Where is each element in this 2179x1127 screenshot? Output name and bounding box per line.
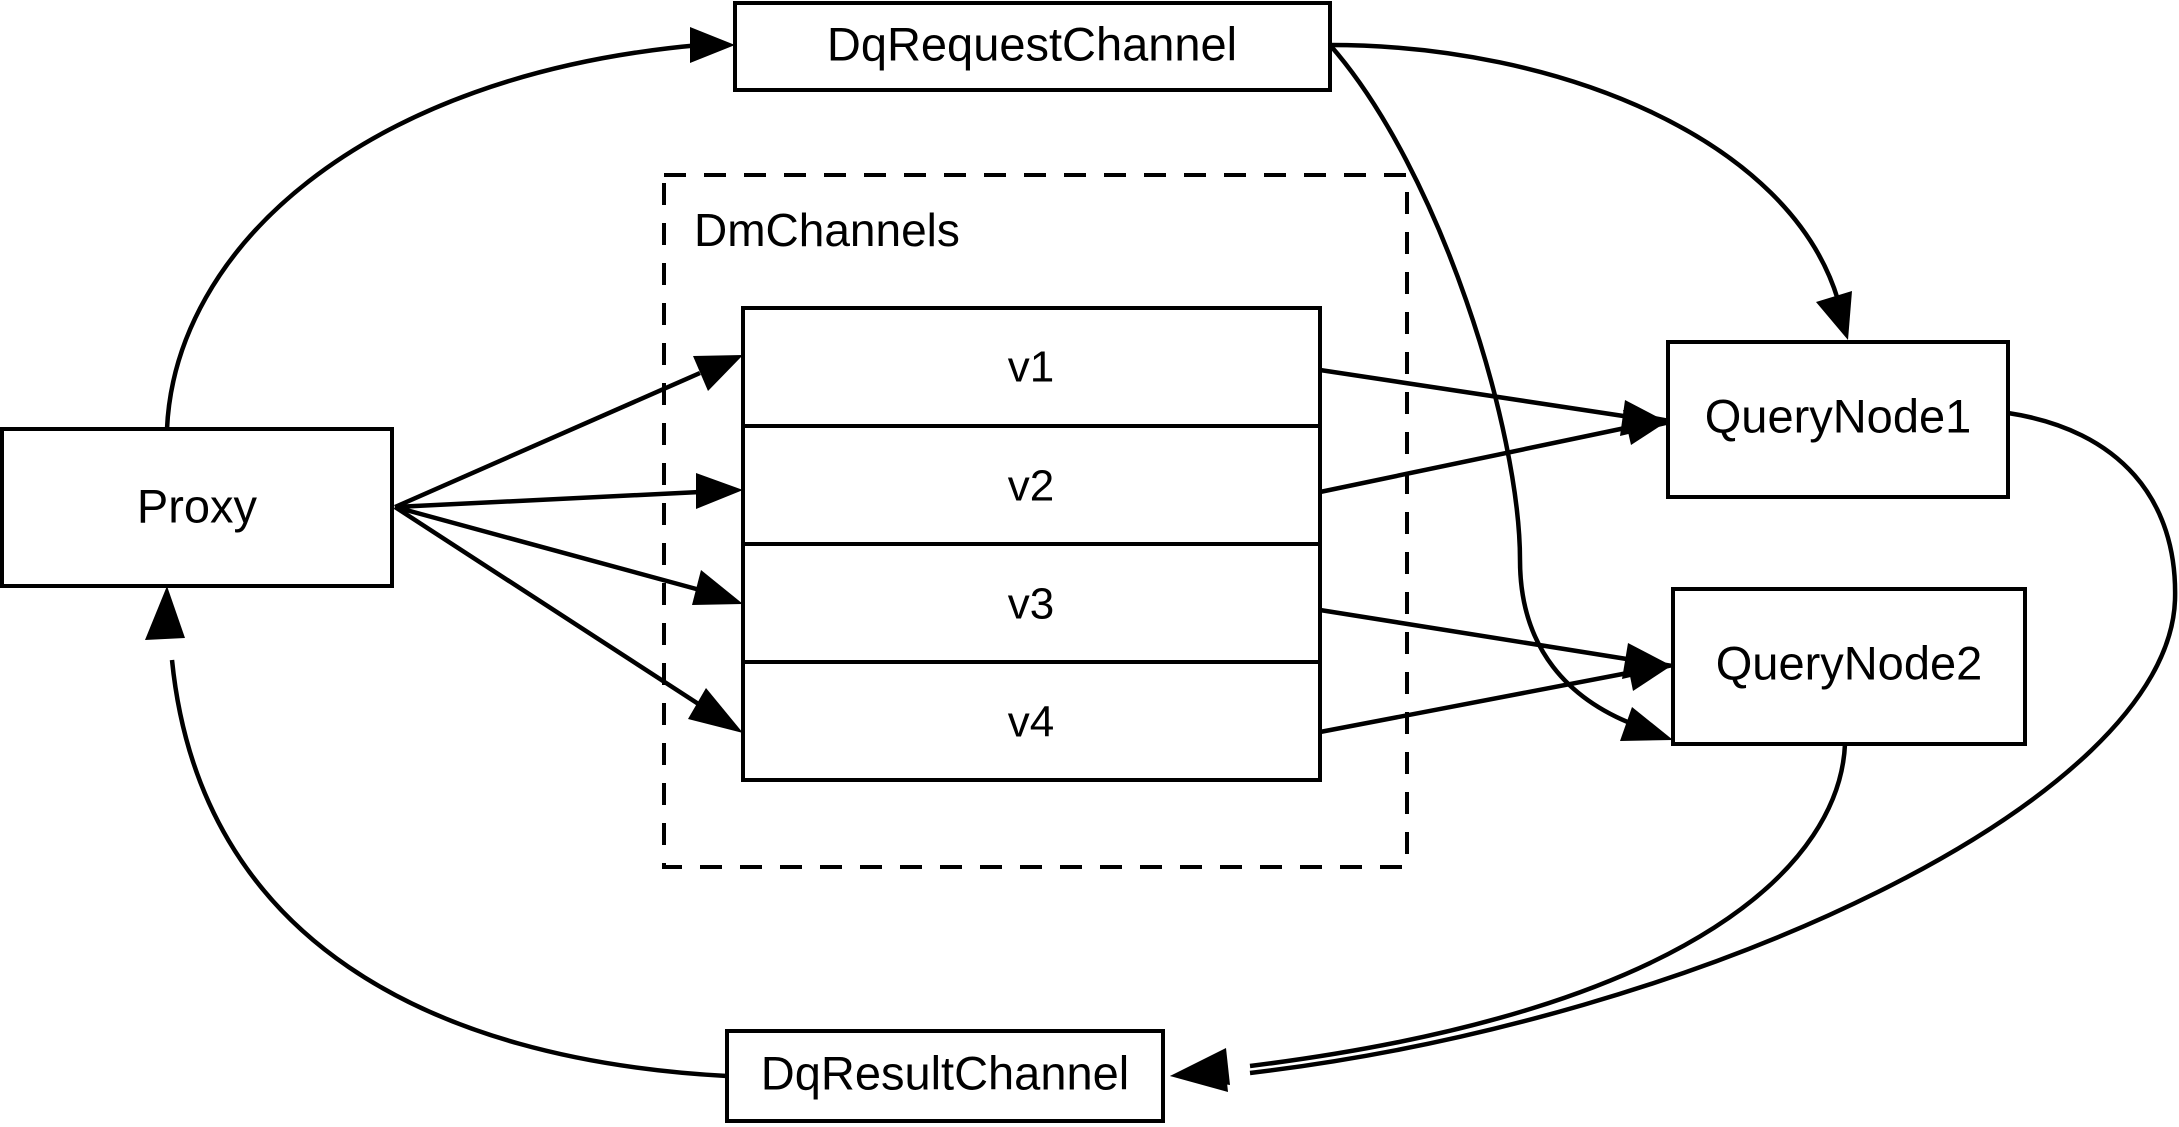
arrowhead-icon bbox=[1620, 707, 1673, 741]
dm-channel-row-v1[interactable]: v1 bbox=[1008, 343, 1054, 392]
edge-querynode2-to-dqresultchannel bbox=[1170, 743, 1848, 1085]
arrowhead-icon bbox=[145, 586, 185, 640]
dm-channel-row-v3[interactable]: v3 bbox=[1008, 580, 1054, 629]
arrowhead-icon bbox=[688, 688, 743, 733]
node-proxy[interactable]: Proxy bbox=[0, 427, 394, 588]
query-node-2-box[interactable] bbox=[1671, 587, 2027, 746]
edge-proxy-to-v2 bbox=[394, 473, 743, 510]
dm-channels-table: v1 v2 v3 v4 bbox=[741, 306, 1322, 782]
arrowhead-icon bbox=[693, 355, 743, 391]
arrowhead-icon bbox=[692, 570, 743, 605]
dm-channels-group-label: DmChannels bbox=[694, 204, 960, 256]
dm-channels-group-box bbox=[662, 173, 1409, 869]
arrowhead-icon bbox=[1623, 410, 1671, 445]
edge-proxy-to-v3 bbox=[394, 504, 743, 605]
dm-channel-row-v4[interactable]: v4 bbox=[1008, 698, 1054, 747]
node-query-node-2[interactable]: QueryNode2 bbox=[1671, 587, 2027, 746]
proxy-label: Proxy bbox=[137, 479, 258, 532]
arrowhead-icon bbox=[696, 473, 743, 509]
edge-v3-to-querynode2 bbox=[1319, 607, 1674, 679]
arrowhead-icon bbox=[1626, 656, 1674, 691]
edge-proxy-to-v4 bbox=[393, 505, 743, 733]
query-node-2-label: QueryNode2 bbox=[1716, 636, 1983, 689]
dq-request-channel-box[interactable] bbox=[733, 1, 1332, 92]
edge-proxy-to-dqrequestchannel bbox=[164, 27, 735, 430]
edge-dqresultchannel-to-proxy bbox=[145, 586, 728, 1079]
edge-v2-to-querynode1 bbox=[1319, 410, 1671, 495]
dm-channel-row-v2[interactable]: v2 bbox=[1008, 462, 1054, 511]
query-node-1-label: QueryNode1 bbox=[1705, 389, 1972, 442]
arrowhead-icon bbox=[690, 27, 735, 63]
group-dm-channels: DmChannels bbox=[662, 173, 1409, 869]
dq-result-channel-box[interactable] bbox=[725, 1029, 1165, 1123]
node-query-node-1[interactable]: QueryNode1 bbox=[1666, 340, 2010, 499]
arrowhead-icon bbox=[1816, 291, 1852, 340]
proxy-box[interactable] bbox=[0, 427, 394, 588]
edge-dqrequestchannel-to-querynode1 bbox=[1329, 42, 1852, 340]
dq-request-channel-label: DqRequestChannel bbox=[827, 17, 1237, 70]
node-dq-result-channel[interactable]: DqResultChannel bbox=[725, 1029, 1165, 1123]
arrowhead-icon bbox=[1170, 1048, 1230, 1085]
edge-proxy-to-v1 bbox=[394, 355, 743, 510]
edge-v4-to-querynode2 bbox=[1319, 656, 1674, 735]
edge-dqrequestchannel-to-querynode2 bbox=[1328, 43, 1673, 741]
query-node-1-box[interactable] bbox=[1666, 340, 2010, 499]
dq-result-channel-label: DqResultChannel bbox=[761, 1046, 1129, 1099]
node-dq-request-channel[interactable]: DqRequestChannel bbox=[733, 1, 1332, 92]
